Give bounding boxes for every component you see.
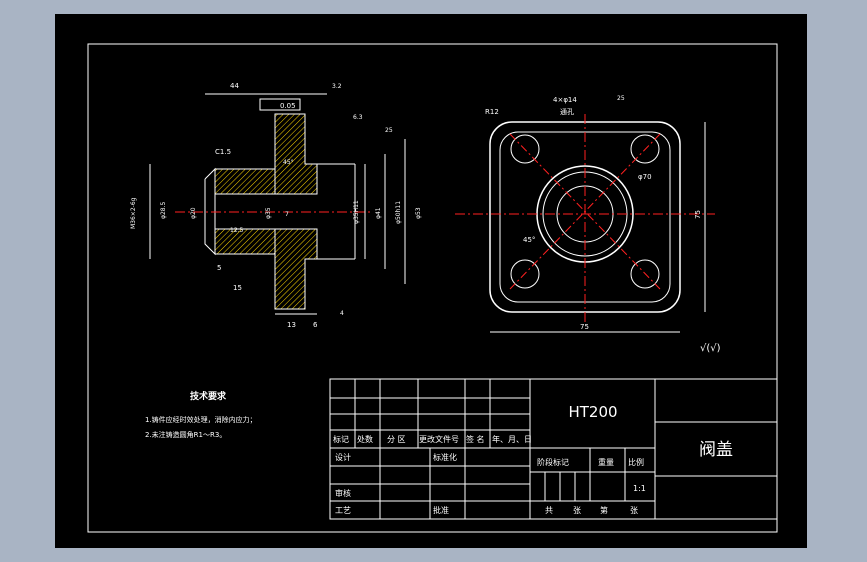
bolt-hole-br <box>630 259 660 289</box>
plan-dia70: φ70 <box>638 173 652 181</box>
dim-7: 7 <box>285 211 289 218</box>
roughness-c: 12.5 <box>230 227 244 234</box>
plan-hole-label: 4×φ14 <box>553 96 577 104</box>
dim-thread: M36×2-6g <box>130 197 137 229</box>
row-label-zone: 分 区 <box>387 435 406 444</box>
dim-15: 15 <box>233 284 242 292</box>
dim-roughness-top: 3.2 <box>332 83 342 90</box>
label-process: 工艺 <box>335 506 351 515</box>
dim-dia-h11: φ35H11 <box>353 200 360 224</box>
label-page: 第 <box>600 505 608 515</box>
dim-flatness: 0.05 <box>280 102 296 110</box>
tech-req-item-2: 2.未注铸造圆角R1～R3。 <box>145 430 226 439</box>
dim-4: 4 <box>340 310 344 317</box>
dim-dia-50: φ50h11 <box>395 201 402 224</box>
title-block-frame <box>329 378 778 520</box>
dim-dia-20: φ20 <box>190 207 197 219</box>
label-sheets: 张 <box>573 506 581 515</box>
plan-through: 通孔 <box>560 107 574 116</box>
dim-dia-53: φ53 <box>415 207 422 219</box>
dim-6: 6 <box>313 321 318 329</box>
part-name: 阀盖 <box>699 440 733 460</box>
drawing-canvas: 44 0.05 3.2 C1.5 M36×2-6g φ28.5 φ20 φ35 … <box>87 43 778 533</box>
dim-5: 5 <box>217 264 221 272</box>
label-scale: 比例 <box>628 457 644 467</box>
dim-angle-section: 45° <box>283 159 294 166</box>
dim-dia-28: φ28.5 <box>160 202 167 220</box>
row-label-sign: 签 名 <box>466 434 485 444</box>
label-approve: 批准 <box>433 505 449 515</box>
plan-height: 75 <box>694 210 702 219</box>
plan-r12: R12 <box>485 108 499 116</box>
thread-end-outline <box>204 167 216 256</box>
plan-angle: 45° <box>523 236 535 244</box>
title-block <box>329 378 778 520</box>
plan-center-d2 <box>509 133 661 290</box>
row-label-count: 处数 <box>357 434 373 444</box>
material: HT200 <box>568 403 617 421</box>
section-view <box>149 93 406 315</box>
label-total: 共 <box>545 506 553 515</box>
dim-dia-41: φ41 <box>375 207 382 219</box>
neck-upper-section <box>214 168 276 195</box>
roughness-a: 6.3 <box>353 114 363 121</box>
label-review: 审核 <box>335 488 351 498</box>
label-stage: 阶段标记 <box>537 457 569 467</box>
bolt-hole-bl <box>510 259 540 289</box>
dim-13: 13 <box>287 321 296 329</box>
tech-req-title: 技术要求 <box>190 390 227 402</box>
drawing-frame <box>87 43 778 533</box>
dim-dia-35: φ35 <box>265 207 272 219</box>
label-weight: 重量 <box>598 457 614 467</box>
row-label-change: 更改文件号 <box>419 434 459 444</box>
bolt-hole-tl <box>510 134 540 164</box>
scale-value: 1:1 <box>633 484 646 493</box>
label-standard: 标准化 <box>433 452 457 462</box>
roughness-b: 25 <box>385 127 393 134</box>
tech-req-item-1: 1.铸件应经时效处理，消除内应力； <box>145 415 257 424</box>
neck-lower-section <box>214 228 276 255</box>
dim-chamfer: C1.5 <box>215 148 231 156</box>
plan-roughness: 25 <box>617 95 625 102</box>
flatness-frame <box>259 98 301 111</box>
plan-view <box>455 114 715 333</box>
label-design: 设计 <box>335 452 351 462</box>
row-label-mark: 标记 <box>333 434 349 444</box>
drawing-sheet: 44 0.05 3.2 C1.5 M36×2-6g φ28.5 φ20 φ35 … <box>55 14 807 548</box>
dim-top-width: 44 <box>230 82 239 90</box>
label-sheet-unit: 张 <box>630 506 638 515</box>
row-label-date: 年、月、日 <box>492 434 532 444</box>
surface-finish-note: √(√) <box>700 343 721 354</box>
plan-width: 75 <box>580 323 589 331</box>
bolt-hole-tr <box>630 134 660 164</box>
flange-upper-section <box>274 113 318 195</box>
flange-lower-section <box>274 228 318 310</box>
